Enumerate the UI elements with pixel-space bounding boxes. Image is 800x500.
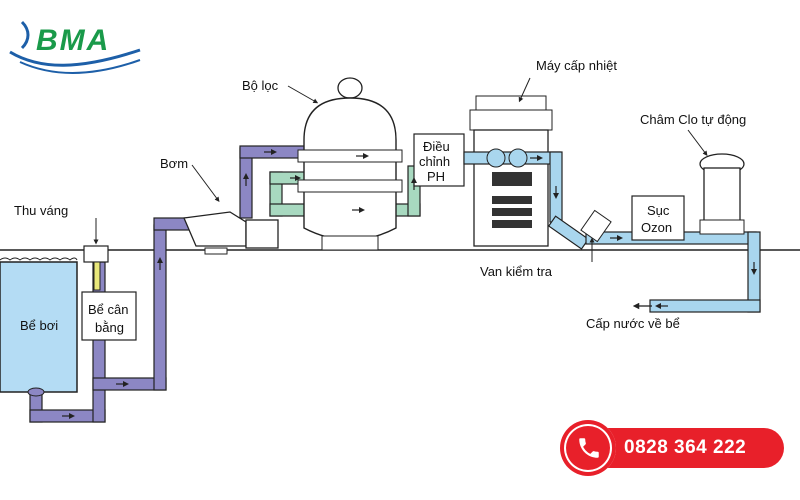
chlorinator [699, 153, 745, 235]
pool-water [0, 261, 78, 393]
phone-icon [579, 438, 599, 458]
chlorinator-label: Châm Clo tự động [640, 112, 746, 127]
pump-pointer [191, 164, 220, 203]
balance-tank-label-2: bằng [95, 320, 124, 335]
ph-label-3: PH [427, 169, 445, 184]
skimmer-label: Thu váng [14, 203, 68, 218]
logo-wave-2 [19, 59, 141, 74]
pool-surface [0, 257, 78, 261]
logo-text: BMA [36, 24, 110, 57]
brand-logo: BMA [9, 20, 141, 74]
ph-label-2: chỉnh [419, 154, 450, 169]
skimmer [83, 245, 109, 263]
ph-label-1: Điều [423, 139, 450, 154]
heater-port-left [486, 148, 506, 168]
pool: Bể bơi [0, 257, 78, 393]
balance-tank-label-1: Bể cân [88, 302, 128, 317]
logo-swoosh [20, 20, 30, 50]
heater [469, 95, 553, 247]
heater-label: Máy cấp nhiệt [536, 58, 617, 73]
flow-arrows [62, 149, 757, 419]
phone-button[interactable]: 0828 364 222 [560, 420, 784, 476]
pump-label: Bơm [160, 156, 188, 171]
pump [183, 211, 279, 255]
ph-box [413, 133, 465, 187]
filter [297, 77, 403, 251]
phone-circle-inner [566, 426, 610, 470]
chlorinator-pointer [687, 129, 708, 156]
check-valve [580, 209, 612, 243]
main-drain [27, 387, 45, 397]
phone-pill[interactable] [588, 428, 784, 468]
ozone-box [631, 195, 685, 241]
ozone-label-2: Ozon [641, 220, 672, 235]
phone-circle[interactable] [560, 420, 616, 476]
ozone-label-1: Sục [647, 203, 670, 218]
heater-pointer [518, 77, 531, 103]
yellow-pipe [93, 261, 101, 291]
logo-wave-1 [9, 48, 141, 67]
filter-label: Bộ lọc [242, 78, 279, 93]
return-label: Cấp nước về bể [586, 316, 680, 331]
heater-port-right [508, 148, 528, 168]
blue-diagonal-pipe [547, 215, 590, 250]
rise-pipe [153, 224, 167, 391]
check-valve-label: Van kiểm tra [480, 264, 553, 279]
pool-label: Bể bơi [20, 318, 58, 333]
filter-pointer [287, 85, 319, 104]
balance-tank [81, 291, 137, 341]
phone-number[interactable]: 0828 364 222 [624, 437, 747, 458]
